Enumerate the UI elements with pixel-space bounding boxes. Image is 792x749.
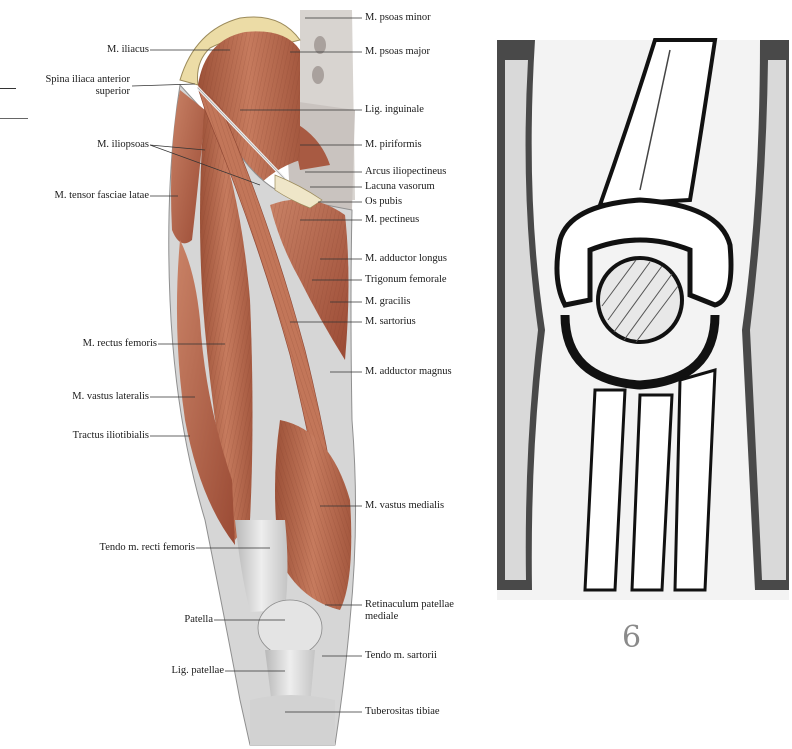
label-retinaculum-1: Retinaculum patellae xyxy=(365,599,454,611)
label-vastus-lat: M. vastus lateralis xyxy=(72,391,149,403)
articular-head xyxy=(598,258,682,342)
label-vastus-med: M. vastus medialis xyxy=(365,500,444,512)
label-iliopsoas: M. iliopsoas xyxy=(97,139,149,151)
label-tuberositas: Tuberositas tibiae xyxy=(365,706,440,718)
foramen-1 xyxy=(314,36,326,54)
label-psoas-major: M. psoas major xyxy=(365,46,430,58)
label-tensor: M. tensor fasciae latae xyxy=(55,190,149,202)
joint-section-illustration xyxy=(497,40,789,600)
label-retinaculum-2: mediale xyxy=(365,611,398,623)
label-piriformis: M. piriformis xyxy=(365,139,422,151)
edge-mark-2 xyxy=(0,118,28,119)
label-rectus: M. rectus femoris xyxy=(83,338,157,350)
label-lig-patellae: Lig. patellae xyxy=(172,665,224,677)
patella xyxy=(258,600,322,656)
figure-number: 6 xyxy=(622,620,641,655)
label-tendo-sartorii: Tendo m. sartorii xyxy=(365,650,437,662)
label-lacuna: Lacuna vasorum xyxy=(365,181,435,193)
label-spina-1: Spina iliaca anterior xyxy=(45,74,130,86)
foramen-2 xyxy=(312,66,324,84)
label-sartorius: M. sartorius xyxy=(365,316,416,328)
label-arcus: Arcus iliopectineus xyxy=(365,166,446,178)
label-iliacus: M. iliacus xyxy=(107,44,149,56)
label-tractus: Tractus iliotibialis xyxy=(73,430,149,442)
label-tendo-recti: Tendo m. recti femoris xyxy=(100,542,195,554)
label-gracilis: M. gracilis xyxy=(365,296,411,308)
label-psoas-minor: M. psoas minor xyxy=(365,12,431,24)
label-add-longus: M. adductor longus xyxy=(365,253,447,265)
label-os-pubis: Os pubis xyxy=(365,196,402,208)
label-trigonum: Trigonum femorale xyxy=(365,274,447,286)
edge-mark xyxy=(0,88,16,89)
label-lig-inguinale: Lig. inguinale xyxy=(365,104,424,116)
label-pectineus: M. pectineus xyxy=(365,214,419,226)
label-spina-2: superior xyxy=(96,86,130,98)
tibia-region xyxy=(250,695,335,745)
label-add-magnus: M. adductor magnus xyxy=(365,366,452,378)
label-patella: Patella xyxy=(184,614,213,626)
